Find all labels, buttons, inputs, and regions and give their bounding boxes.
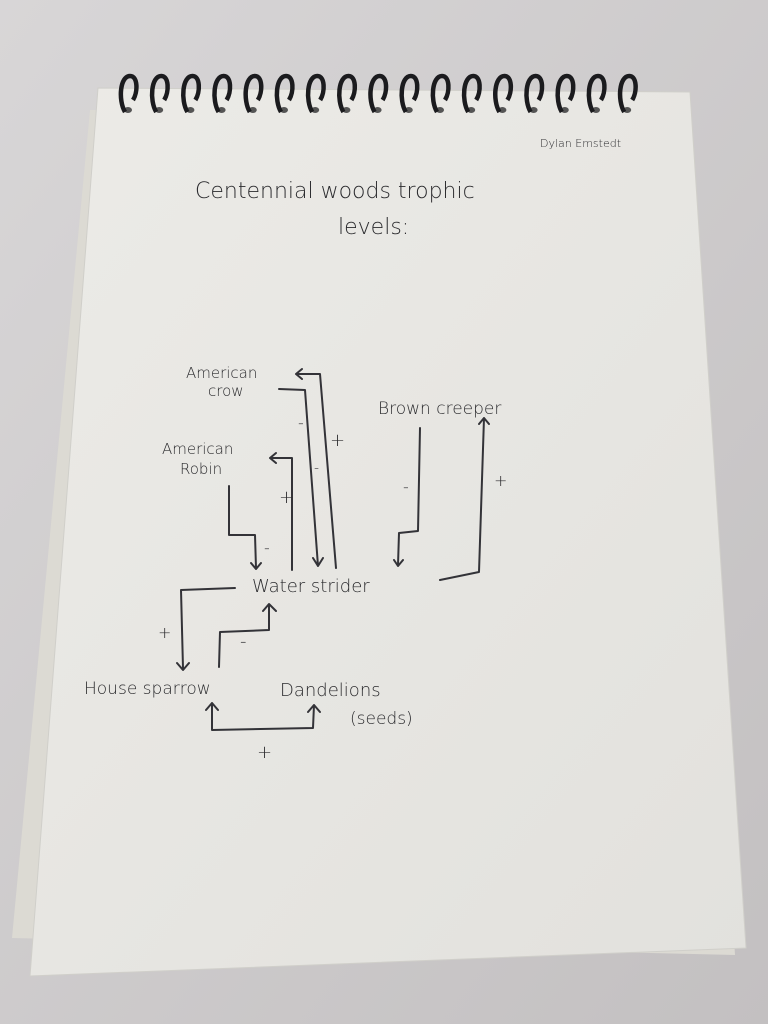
spiral-hole	[155, 107, 164, 113]
spiral-hole	[248, 107, 257, 113]
sign-crow-to-strider: -	[298, 413, 304, 432]
arrow-robin-to-strider	[228, 485, 262, 570]
spiral-ring	[274, 73, 295, 114]
node-dandelions-seeds: (seeds)	[350, 709, 413, 729]
node-dandelions: Dandelions	[280, 680, 381, 701]
spiral-hole	[560, 107, 569, 113]
arrow-crow-to-strider	[278, 388, 324, 567]
arrow-strider-to-sparrow	[176, 587, 236, 671]
spiral-hole	[342, 107, 351, 113]
spiral-ring	[586, 73, 607, 114]
node-american-crow-1: American	[186, 364, 257, 382]
spiral-ring	[181, 73, 202, 114]
food-web: American crow American Robin Brown creep…	[84, 364, 507, 763]
spiral-hole	[529, 107, 538, 113]
arrow-creeper-to-strider	[393, 427, 421, 567]
arrow-strider-to-creeper	[439, 417, 490, 581]
spiral-ring	[617, 73, 638, 114]
arrow-strider-to-robin	[269, 452, 293, 571]
spiral-hole	[623, 107, 632, 113]
sign-sparrow-to-strider: -	[240, 631, 247, 652]
spiral-hole	[280, 107, 288, 113]
spiral-hole	[498, 107, 507, 113]
spiral-ring	[524, 73, 545, 114]
node-brown-creeper: Brown creeper	[378, 399, 501, 419]
node-american-robin-1: American	[162, 440, 233, 458]
author-name: Dylan Emstedt	[540, 137, 621, 150]
spiral-ring	[399, 73, 420, 114]
node-water-strider: Water strider	[252, 576, 370, 597]
spiral-hole	[217, 107, 226, 113]
spiral-ring	[243, 73, 264, 114]
spiral-ring	[555, 73, 576, 114]
spiral-ring	[461, 73, 482, 114]
spiral-ring	[118, 73, 139, 114]
sign-creeper-to-strider: -	[403, 477, 409, 496]
spiral-hole	[467, 107, 476, 113]
sign-robin-to-strider: -	[264, 538, 270, 557]
spiral-ring	[212, 73, 233, 114]
node-american-robin-2: Robin	[180, 460, 222, 478]
paper-sheet	[29, 87, 747, 977]
spiral-ring	[337, 73, 358, 114]
title-line-2: levels:	[338, 215, 409, 240]
node-american-crow-2: crow	[208, 382, 244, 400]
spiral-hole	[311, 107, 320, 113]
sign-strider-to-creeper: +	[494, 471, 507, 490]
spiral-ring	[493, 73, 514, 114]
spiral-hole	[373, 107, 382, 113]
sign-strider-to-robin: +	[279, 487, 294, 508]
spiral-hole	[186, 107, 195, 113]
spiral-binding	[118, 73, 638, 114]
arrow-sparrow-to-strider	[218, 603, 277, 668]
spiral-hole	[592, 107, 600, 113]
spiral-ring	[305, 73, 326, 114]
spiral-ring	[368, 73, 389, 114]
sign-strider-to-sparrow: +	[158, 623, 171, 642]
spiral-hole	[404, 107, 413, 113]
sign-sparrow-dandelion: +	[257, 742, 272, 763]
spiral-ring	[149, 73, 170, 114]
arrow-strider-to-crow	[295, 368, 337, 569]
sign-strider-to-crow: +	[330, 430, 345, 451]
node-house-sparrow: House sparrow	[84, 679, 211, 699]
title-line-1: Centennial woods trophic	[195, 179, 475, 204]
spiral-hole	[124, 107, 132, 113]
spiral-ring	[430, 73, 451, 114]
spiral-hole	[436, 107, 444, 113]
arrow-sparrow-dandelion	[205, 702, 321, 731]
sign-crow-faint: -	[314, 460, 319, 476]
